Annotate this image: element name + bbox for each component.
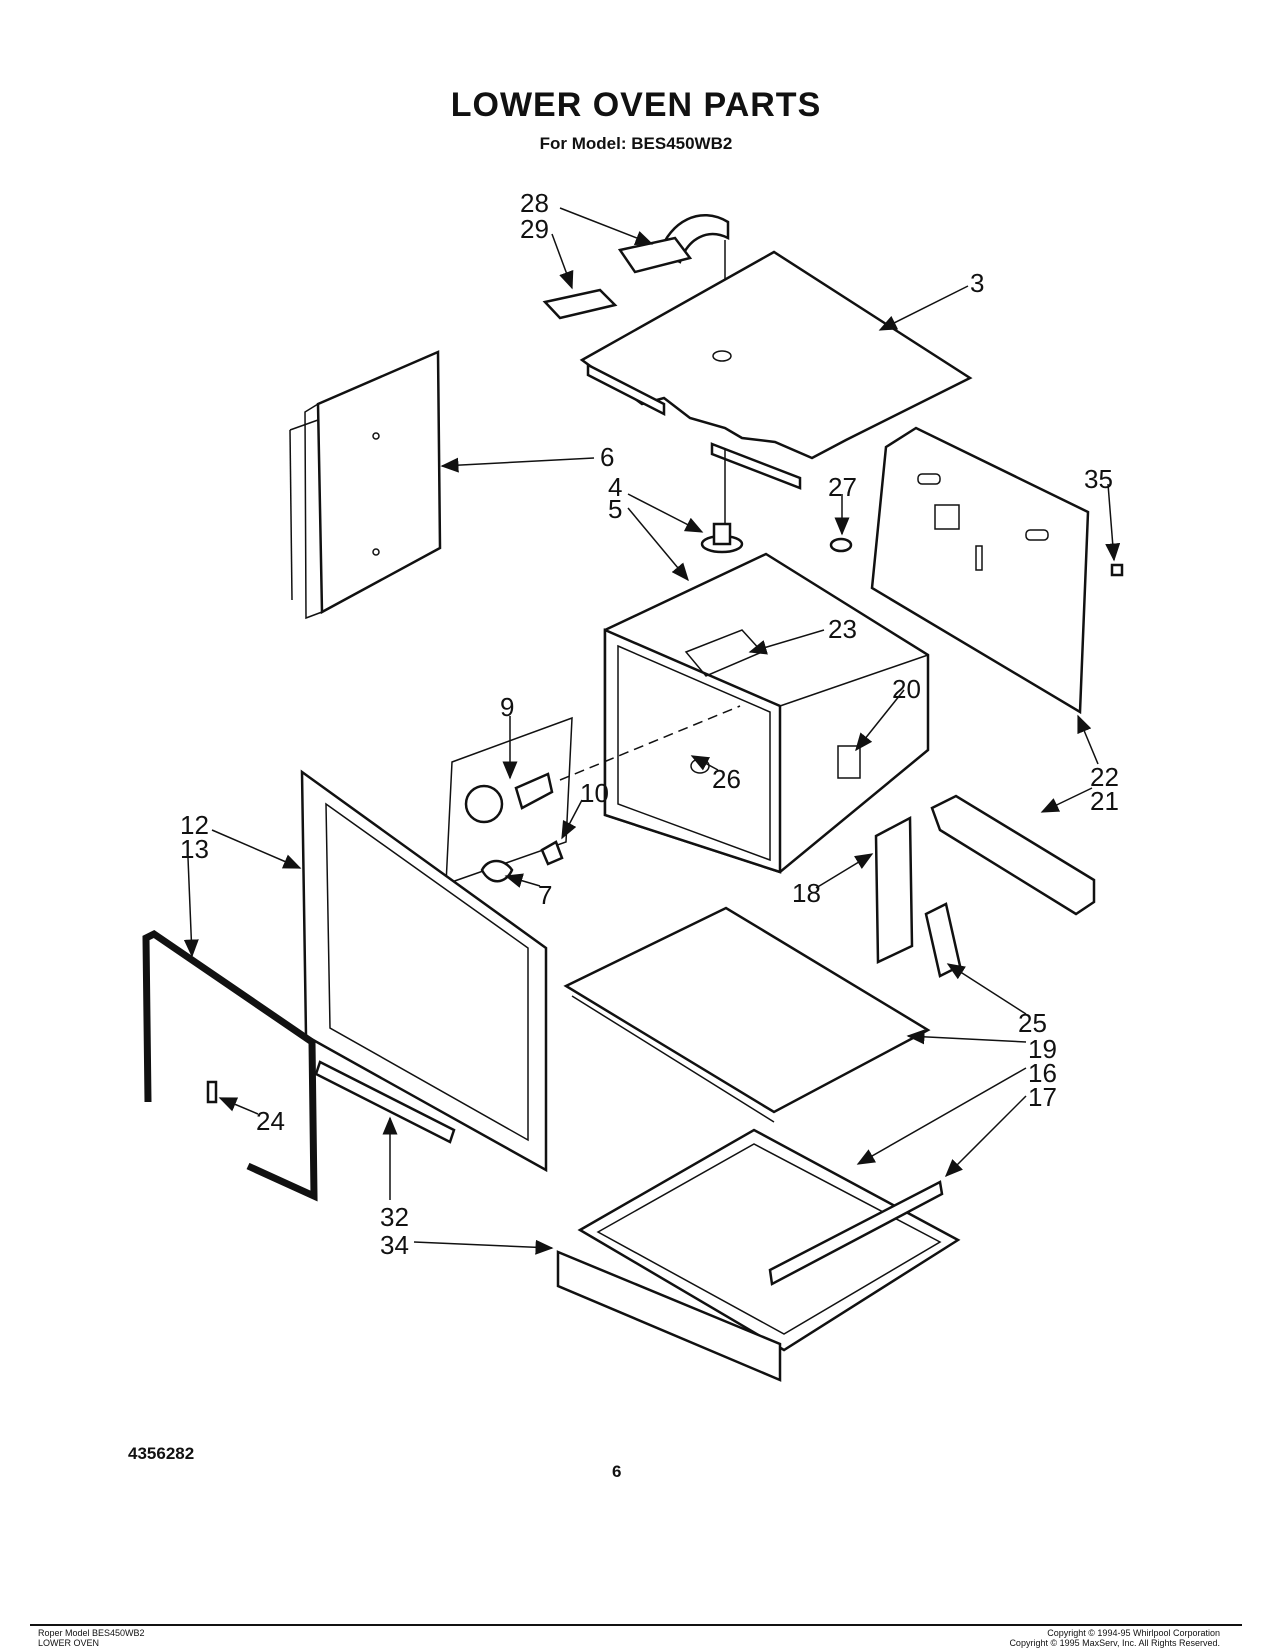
hinge-part	[924, 902, 962, 978]
callout-label: 19	[1028, 1034, 1057, 1064]
footer-left: Roper Model BES450WB2 LOWER OVEN	[38, 1628, 145, 1648]
model-subtitle: For Model: BES450WB2	[539, 134, 733, 153]
lamp-assembly-part	[445, 716, 573, 886]
callout-label: 6	[600, 442, 614, 472]
assembly-line	[559, 705, 741, 781]
callout-label: 18	[792, 878, 821, 908]
footer-rule	[30, 1624, 1242, 1626]
callout-label: 32	[380, 1202, 409, 1232]
callout-label: 26	[712, 764, 741, 794]
callout-label: 27	[828, 472, 857, 502]
callout-label: 23	[828, 614, 857, 644]
callout-label: 13	[180, 834, 209, 864]
callout-label: 16	[1028, 1058, 1057, 1088]
leader-lines	[183, 207, 1121, 1255]
door-clip-part	[206, 1080, 218, 1104]
vent-duct-part	[542, 214, 730, 350]
top-panel-part	[579, 250, 973, 490]
callout-label: 20	[892, 674, 921, 704]
callout-label: 29	[520, 214, 549, 244]
front-panel-part	[556, 1250, 782, 1382]
callout-label: 28	[520, 188, 549, 218]
page-number: 6	[612, 1462, 622, 1481]
page-title: LOWER OVEN PARTS	[450, 86, 822, 124]
callout-label: 34	[380, 1230, 409, 1260]
drawer-pan-part	[577, 1128, 961, 1352]
callout-label: 24	[256, 1106, 285, 1136]
footer-copyright-2: Copyright © 1995 MaxServ, Inc. All Right…	[1009, 1638, 1220, 1648]
callout-label: 5	[608, 494, 622, 524]
oven-cavity-part	[603, 552, 930, 874]
callout-label: 21	[1090, 786, 1119, 816]
callout-label: 22	[1090, 762, 1119, 792]
footer-model: Roper Model BES450WB2	[38, 1628, 145, 1638]
callout-label: 35	[1084, 464, 1113, 494]
side-bracket-part	[874, 815, 914, 964]
side-panel-left-part	[289, 350, 442, 620]
callout-label: 12	[180, 810, 209, 840]
door-frame-part	[300, 769, 548, 1173]
callout-labels: 28 29 3 6 4 5 27 35 23 20 22 21 9 26 10 …	[180, 188, 1119, 1260]
callout-label: 10	[580, 778, 609, 808]
door-gasket-part	[142, 929, 318, 1202]
callout-label: 25	[1018, 1008, 1047, 1038]
callout-label: 9	[500, 692, 514, 722]
footer-right: Copyright © 1994-95 Whirlpool Corporatio…	[1009, 1628, 1220, 1648]
callout-label: 3	[970, 268, 984, 298]
document-number: 4356282	[128, 1444, 195, 1463]
callout-label: 17	[1028, 1082, 1057, 1112]
callout-label: 7	[538, 880, 552, 910]
oven-bottom-part	[563, 906, 931, 1123]
callout-label: 4	[608, 472, 622, 502]
vent-strip-part	[314, 1060, 456, 1144]
footer-section: LOWER OVEN	[38, 1638, 100, 1648]
rear-panel-part	[870, 426, 1090, 715]
plug-part	[829, 537, 853, 553]
screw-part	[1110, 563, 1124, 577]
rail-bracket-part	[930, 794, 1096, 916]
footer-copyright-1: Copyright © 1994-95 Whirlpool Corporatio…	[1047, 1628, 1220, 1638]
